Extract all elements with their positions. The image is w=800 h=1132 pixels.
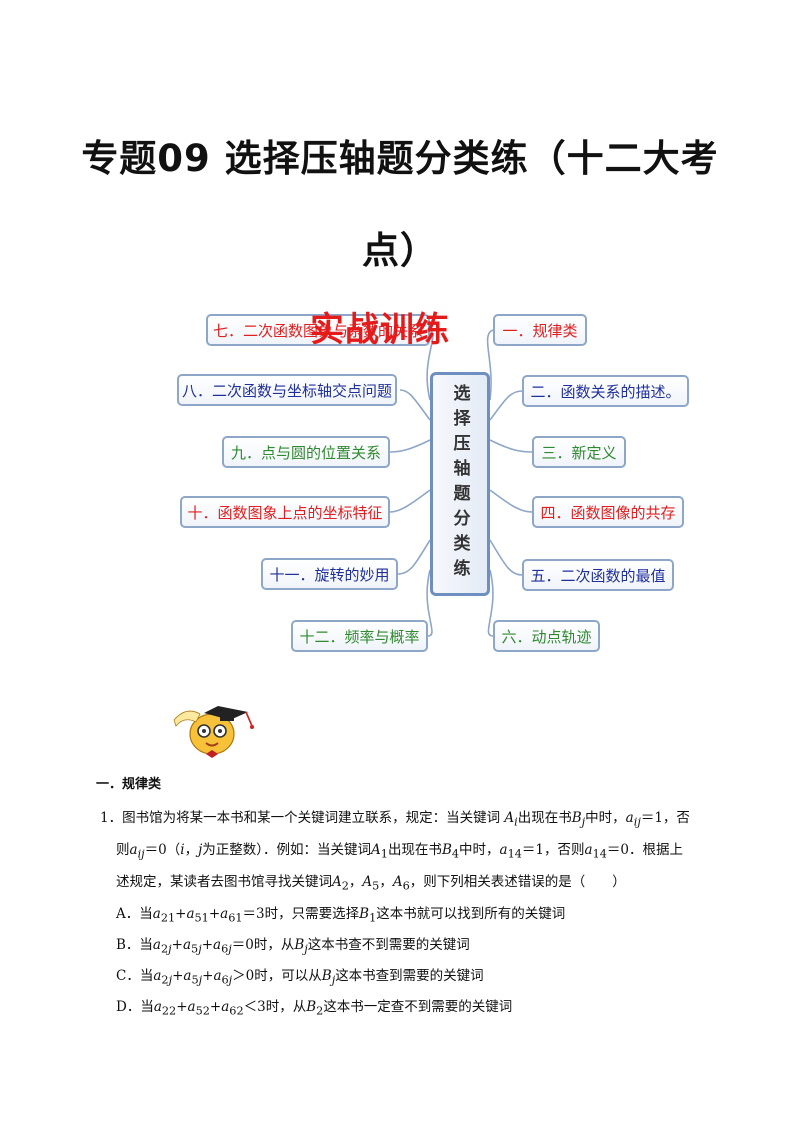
- node-left-11-label: 十一．旋转的妙用: [269, 565, 390, 584]
- option-a-text-3: 这本书就可以找到所有的关键词: [376, 906, 566, 922]
- node-left-10-label: 十．函数图象上点的坐标特征: [187, 503, 383, 522]
- option-b-label: B．当: [116, 937, 153, 953]
- node-right-4-label: 四．函数图像的共存: [540, 503, 676, 522]
- q2-text-c: 为正整数）．例如：当关键词: [202, 842, 372, 858]
- node-left-10: 十．函数图象上点的坐标特征: [180, 496, 390, 528]
- q1-text-b: 出现在书: [517, 810, 572, 826]
- q1-text-d: ＝1，否: [640, 810, 690, 826]
- node-right-2-label: 二．函数关系的描述。: [530, 382, 681, 401]
- option-c-label: C．当: [116, 968, 154, 984]
- option-a-label: A．当: [116, 906, 153, 922]
- option-b[interactable]: B．当a2j+a5j+a6j＝0时，从Bj这本书查不到需要的关键词: [116, 937, 470, 956]
- node-left-8: 八．二次函数与坐标轴交点问题: [177, 374, 397, 406]
- node-right-4: 四．函数图像的共存: [532, 496, 684, 528]
- node-left-9: 九．点与圆的位置关系: [222, 436, 390, 468]
- node-right-3-label: 三．新定义: [541, 443, 617, 462]
- option-c-text-3: 这本书查到需要的关键词: [335, 968, 484, 984]
- node-right-5-label: 五．二次函数的最值: [530, 566, 666, 585]
- option-d[interactable]: D．当a22+a52+a62＜3时，从B2这本书一定查不到需要的关键词: [116, 999, 513, 1018]
- option-b-text-2: ＝0时，从: [231, 937, 295, 953]
- node-right-1-label: 一．规律类: [502, 321, 578, 340]
- q2-text-e: 中时，: [459, 842, 500, 858]
- mascot-graduate-icon: [173, 706, 254, 758]
- option-d-text-2: ＜3时，从: [243, 999, 307, 1015]
- banner-title: 实战训练: [310, 310, 450, 350]
- node-right-6: 六．动点轨迹: [493, 620, 600, 652]
- node-left-9-label: 九．点与圆的位置关系: [230, 443, 381, 462]
- node-right-1: 一．规律类: [493, 314, 587, 346]
- q1-text-a: 图书馆为将某一本书和某一个关键词建立联系，规定：当关键词: [122, 810, 501, 826]
- node-left-7-label: 七．二次函数图象与系数的关系: [212, 321, 423, 340]
- section-heading: 一．规律类: [96, 777, 162, 792]
- question-line-2: 则aij＝0（i，j为正整数）．例如：当关键词A1出现在书B4中时，a14＝1，…: [116, 842, 683, 861]
- node-left-7: 七．二次函数图象与系数的关系: [206, 314, 430, 346]
- mind-map-connectors: [389, 329, 533, 637]
- node-right-2: 二．函数关系的描述。: [522, 375, 689, 407]
- mind-map-center-label: 选择压轴题分类练: [449, 384, 470, 584]
- node-left-12-label: 十二．频率与概率: [299, 627, 420, 646]
- option-a[interactable]: A．当a21+a51+a61＝3时，只需要选择B1这本书就可以找到所有的关键词: [116, 906, 566, 925]
- q2-text-d: 出现在书: [387, 842, 442, 858]
- node-left-11: 十一．旋转的妙用: [261, 558, 398, 590]
- q2-text-f: ＝1，否则: [521, 842, 585, 858]
- option-d-text-3: 这本书一定查不到需要的关键词: [323, 999, 513, 1015]
- page-title-line2: 点）: [362, 229, 438, 272]
- node-left-12: 十二．频率与概率: [291, 620, 428, 652]
- page-title-line1: 专题09 选择压轴题分类练（十二大考: [81, 137, 719, 180]
- q1-text-c: 中时，: [585, 810, 626, 826]
- mind-map: 七．二次函数图象与系数的关系 八．二次函数与坐标轴交点问题 九．点与圆的位置关系…: [0, 290, 800, 670]
- option-d-label: D．当: [116, 999, 154, 1015]
- node-right-5: 五．二次函数的最值: [522, 559, 674, 591]
- option-c[interactable]: C．当a2j+a5j+a6j＞0时，可以从Bj这本书查到需要的关键词: [116, 968, 484, 987]
- q2-text-g: ＝0．根据上: [606, 842, 683, 858]
- option-a-text-2: ＝3时，只需要选择: [242, 906, 360, 922]
- q3-text-b: ，则下列相关表述错误的是（ ）: [409, 874, 626, 890]
- option-b-text-3: 这本书查不到需要的关键词: [307, 937, 470, 953]
- node-right-3: 三．新定义: [532, 436, 626, 468]
- q2-text-a: 则: [116, 842, 130, 858]
- option-c-text-2: ＞0时，可以从: [232, 968, 322, 984]
- q3-text-a: 述规定，某读者去图书馆寻找关键词: [116, 874, 332, 890]
- q2-text-b: ＝0（: [144, 842, 181, 858]
- node-right-6-label: 六．动点轨迹: [501, 627, 592, 646]
- question-line-3: 述规定，某读者去图书馆寻找关键词A2，A5，A6，则下列相关表述错误的是（ ）: [116, 874, 626, 893]
- question-number: 1．: [100, 810, 123, 826]
- node-left-8-label: 八．二次函数与坐标轴交点问题: [181, 381, 392, 400]
- question-line-1: 1．图书馆为将某一本书和某一个关键词建立联系，规定：当关键词 Ai出现在书Bj中…: [100, 810, 690, 829]
- mind-map-center: 选择压轴题分类练: [430, 372, 490, 596]
